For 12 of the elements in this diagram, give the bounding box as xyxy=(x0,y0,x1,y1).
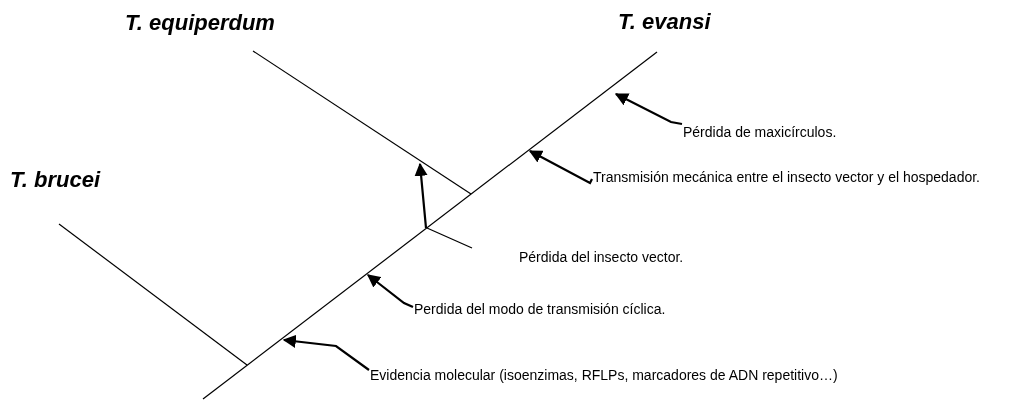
arrow xyxy=(366,274,414,308)
annotation-text: Transmisión mecánica entre el insecto vector y el hospedador. xyxy=(593,162,1018,192)
annotation-text: Pérdida de maxicírculos. xyxy=(683,117,883,147)
species-label: T. evansi xyxy=(618,9,711,35)
arrow xyxy=(528,150,593,185)
annotation-text: Pérdida del insecto vector. xyxy=(519,242,769,272)
annotation-text: Evidencia molecular (isoenzimas, RFLPs, marcadores de ADN repetitivo…) xyxy=(370,360,890,390)
arrow xyxy=(282,334,370,371)
annotation-text: Perdida del modo de transmisión cíclica. xyxy=(414,294,734,324)
species-label: T. brucei xyxy=(10,167,101,193)
species-label: T. equiperdum xyxy=(125,10,275,36)
arrow xyxy=(614,93,683,126)
